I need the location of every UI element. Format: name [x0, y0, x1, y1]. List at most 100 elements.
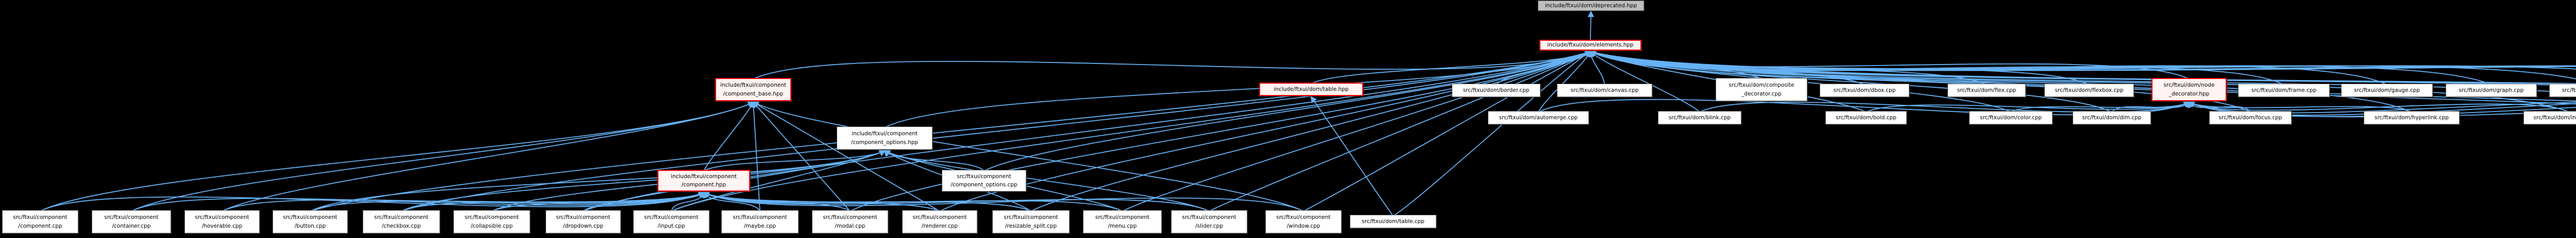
graph-node-canvas_cpp[interactable]: src/ftxui/dom/canvas.cpp [1557, 84, 1652, 97]
include-edge [671, 191, 706, 212]
include-edge [1589, 51, 2412, 113]
graph-node-dim_cpp[interactable]: src/ftxui/dom/dim.cpp [2073, 111, 2151, 124]
graph-node-flex_cpp[interactable]: src/ftxui/dom/flex.cpp [1947, 84, 2026, 97]
graph-node-hoverable_cpp[interactable]: src/ftxui/component/hoverable.cpp [184, 210, 260, 233]
graph-node-window_cpp[interactable]: src/ftxui/component/window.cpp [1265, 210, 1342, 233]
graph-node-label: /container.cpp [112, 223, 151, 229]
graph-node-component_hpp[interactable]: include/ftxui/component/component.hpp [657, 170, 750, 192]
graph-node-menu_cpp[interactable]: src/ftxui/component/menu.cpp [1083, 210, 1162, 233]
graph-node-label: src/ftxui/dom/color.cpp [1979, 114, 2042, 121]
graph-node-container_cpp[interactable]: src/ftxui/component/container.cpp [92, 210, 171, 233]
graph-node-label: src/ftxui/dom/gauge.cpp [2354, 87, 2420, 93]
graph-node-blink_cpp[interactable]: src/ftxui/dom/blink.cpp [1658, 111, 1741, 124]
graph-node-deprecated_hpp[interactable]: include/ftxui/dom/deprecated.hpp [1538, 1, 1644, 11]
graph-node-label: /menu.cpp [1108, 223, 1137, 229]
include-edge [1209, 51, 1592, 212]
graph-node-label: /component_base.hpp [723, 90, 784, 97]
graph-node-node_decorator_hpp[interactable]: src/ftxui/dom/node_decorator.hpp [2151, 78, 2227, 101]
graph-node-maybe_cpp[interactable]: src/ftxui/component/maybe.cpp [721, 210, 799, 233]
include-edge [583, 192, 705, 212]
graph-node-dbox_cpp[interactable]: src/ftxui/dom/dbox.cpp [1820, 84, 1909, 97]
graph-node-renderer_cpp[interactable]: src/ftxui/component/renderer.cpp [902, 210, 977, 233]
graph-node-label: src/ftxui/component [1182, 214, 1236, 221]
include-edge [702, 192, 1031, 212]
graph-node-label: src/ftxui/component [1276, 214, 1331, 221]
graph-node-collapsible_cpp[interactable]: src/ftxui/component/collapsible.cpp [453, 210, 530, 233]
graph-node-gridbox_cpp[interactable]: src/ftxui/dom/gridbox.cpp [2549, 84, 2576, 97]
graph-node-composite_decorator_cpp[interactable]: src/ftxui/dom/composite_decorator.cpp [1716, 78, 1807, 101]
graph-node-label: src/ftxui/component [644, 214, 699, 221]
include-edge [884, 51, 1592, 128]
graph-node-label: include/ftxui/component [852, 131, 918, 137]
graph-node-label: src/ftxui/dom/inverted.cpp [2533, 114, 2576, 121]
graph-node-label: src/ftxui/dom/composite [1728, 82, 1794, 89]
graph-node-component_options_cpp[interactable]: src/ftxui/component/component_options.cp… [942, 170, 1026, 192]
graph-node-modal_cpp[interactable]: src/ftxui/component/modal.cpp [812, 210, 888, 233]
include-edge [401, 50, 1592, 212]
graph-node-label: /component.cpp [18, 223, 62, 229]
graph-node-label: include/ftxui/component [671, 173, 737, 180]
graph-node-label: src/ftxui/dom/dbox.cpp [1833, 87, 1896, 93]
graph-node-label: src/ftxui/dom/bold.cpp [1836, 114, 1896, 121]
include-edge [222, 101, 755, 212]
include-edge [1587, 10, 1595, 41]
graph-node-graph_cpp[interactable]: src/ftxui/dom/graph.cpp [2446, 84, 2537, 97]
graph-node-label: src/ftxui/dom/hyperlink.cpp [2375, 114, 2449, 121]
include-edge [1030, 51, 1592, 212]
graph-node-label: src/ftxui/dom/dim.cpp [2082, 114, 2142, 121]
graph-node-label: include/ftxui/dom/table.hpp [1274, 86, 1349, 92]
graph-node-component_cpp[interactable]: src/ftxui/component/component.cpp [2, 210, 78, 233]
graph-node-inverted_cpp[interactable]: src/ftxui/dom/inverted.cpp [2523, 111, 2576, 124]
graph-node-resizable_split_cpp[interactable]: src/ftxui/component/resizable_split.cpp [992, 210, 1070, 233]
include-edge [1699, 101, 2191, 113]
graph-node-component_base_hpp[interactable]: include/ftxui/component/component_base.h… [715, 78, 791, 101]
graph-node-label: src/ftxui/component [464, 214, 519, 221]
include-edge [1589, 51, 1700, 113]
include-edge [883, 150, 1210, 212]
graph-node-bold_cpp[interactable]: src/ftxui/dom/bold.cpp [1825, 111, 1907, 124]
graph-node-label: src/ftxui/dom/flex.cpp [1957, 87, 2016, 93]
graph-node-frame_cpp[interactable]: src/ftxui/dom/frame.cpp [2238, 84, 2330, 97]
graph-node-automerge_cpp[interactable]: src/ftxui/dom/automerge.cpp [1488, 111, 1589, 124]
include-edge [671, 51, 1592, 212]
graph-node-component_options_hpp[interactable]: include/ftxui/component/component_option… [837, 126, 933, 150]
graph-node-label: src/ftxui/dom/table.cpp [1362, 218, 1425, 225]
include-edge [702, 192, 1304, 212]
graph-node-input_cpp[interactable]: src/ftxui/component/input.cpp [633, 210, 709, 233]
graph-node-label: src/ftxui/component [13, 214, 67, 221]
graph-node-table_hpp[interactable]: include/ftxui/dom/table.hpp [1259, 83, 1363, 96]
graph-node-slider_cpp[interactable]: src/ftxui/component/slider.cpp [1171, 210, 1247, 233]
graph-node-label: include/ftxui/dom/elements.hpp [1547, 42, 1634, 49]
graph-node-hyperlink_cpp[interactable]: src/ftxui/dom/hyperlink.cpp [2364, 111, 2460, 124]
graph-node-label: include/ftxui/dom/deprecated.hpp [1545, 2, 1637, 9]
graph-node-label: src/ftxui/dom/focus.cpp [2218, 114, 2282, 121]
graph-node-button_cpp[interactable]: src/ftxui/component/button.cpp [273, 210, 348, 233]
graph-node-border_cpp[interactable]: src/ftxui/dom/border.cpp [1452, 84, 1540, 97]
graph-node-label: /collapsible.cpp [470, 223, 513, 229]
include-edge [2111, 101, 2190, 113]
graph-node-flexbox_cpp[interactable]: src/ftxui/dom/flexbox.cpp [2044, 84, 2134, 97]
graph-node-color_cpp[interactable]: src/ftxui/dom/color.cpp [1969, 111, 2053, 124]
include-edge [1589, 50, 2576, 71]
graph-node-label: src/ftxui/component [1004, 214, 1058, 221]
graph-node-table_cpp[interactable]: src/ftxui/dom/table.cpp [1350, 215, 1436, 228]
graph-node-elements_hpp[interactable]: include/ftxui/dom/elements.hpp [1539, 40, 1641, 51]
graph-node-label: /input.cpp [657, 223, 685, 229]
include-edge [2188, 101, 2412, 113]
graph-node-gauge_cpp[interactable]: src/ftxui/dom/gauge.cpp [2341, 84, 2433, 97]
include-edge [702, 192, 1210, 212]
graph-node-focus_cpp[interactable]: src/ftxui/dom/focus.cpp [2209, 111, 2292, 124]
graph-node-label: src/ftxui/dom/canvas.cpp [1570, 87, 1639, 93]
graph-node-label: /slider.cpp [1195, 223, 1223, 229]
graph-node-dropdown_cpp[interactable]: src/ftxui/component/dropdown.cpp [546, 210, 621, 233]
graph-node-label: /component_options.hpp [851, 139, 919, 146]
graph-node-label: _decorator.cpp [1741, 90, 1782, 97]
graph-node-label: src/ftxui/component [374, 214, 429, 221]
graph-node-label: /window.cpp [1286, 223, 1320, 229]
include-edge [703, 150, 886, 171]
include-edge [1589, 50, 2576, 71]
graph-node-checkbox_cpp[interactable]: src/ftxui/component/checkbox.cpp [363, 210, 440, 233]
graph-node-label: _decorator.hpp [2168, 90, 2210, 97]
